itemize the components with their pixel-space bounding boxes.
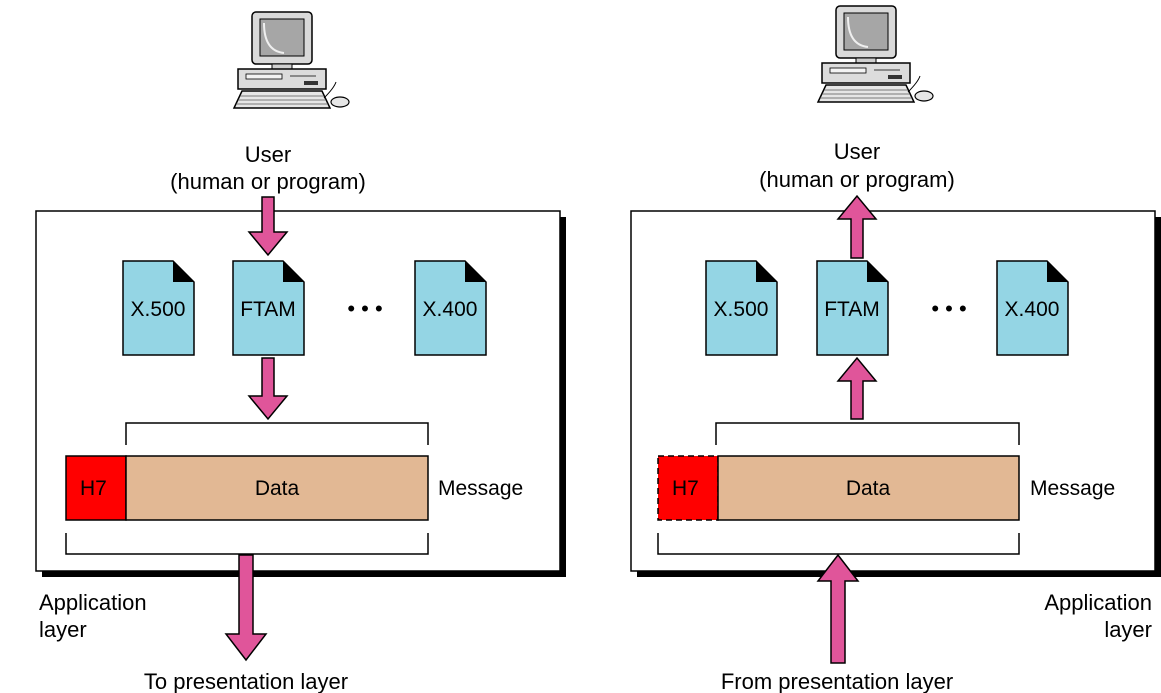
document-ftam-label: FTAM — [824, 298, 880, 321]
arrow-to-presentation — [224, 554, 268, 662]
data-label: Data — [846, 477, 891, 500]
data-bracket — [715, 422, 1020, 445]
header-h7 — [65, 455, 127, 521]
user-label-line2: (human or program) — [759, 167, 955, 192]
data-block — [717, 455, 1020, 521]
user-label-line1: User — [834, 139, 880, 164]
document-x400 — [996, 260, 1069, 356]
header-h7-label: H7 — [80, 477, 107, 500]
arrow-from-presentation — [816, 553, 860, 664]
document-x500-label: X.500 — [131, 298, 186, 321]
document-x500 — [705, 260, 778, 356]
computer-icon — [233, 11, 350, 109]
document-x400-label: X.400 — [1005, 298, 1060, 321]
computer-icon — [817, 5, 934, 103]
ellipsis: • • • — [347, 296, 382, 321]
user-label-line1: User — [245, 142, 291, 167]
arrow-ftam-to-user — [836, 194, 878, 259]
from-presentation-label: From presentation layer — [721, 669, 953, 693]
layer-label-line2: layer — [1104, 617, 1152, 642]
document-x500-label: X.500 — [714, 298, 769, 321]
document-ftam — [816, 260, 889, 356]
layer-label-line1: Application — [1044, 590, 1152, 615]
document-x400 — [414, 260, 487, 356]
message-bracket — [65, 533, 429, 555]
layer-label-line2: layer — [39, 617, 87, 642]
message-label: Message — [1030, 477, 1115, 500]
message-label: Message — [438, 477, 523, 500]
document-x500 — [122, 260, 195, 356]
left-diagram: User (human or program) X.500 FTAM • • •… — [35, 11, 566, 693]
to-presentation-label: To presentation layer — [144, 669, 348, 693]
header-h7-label: H7 — [672, 477, 699, 500]
arrow-user-to-ftam — [247, 196, 289, 257]
arrow-ftam-to-message — [247, 357, 289, 421]
right-diagram: User (human or program) X.500 FTAM • • •… — [630, 5, 1161, 693]
document-ftam — [232, 260, 305, 356]
ellipsis: • • • — [931, 296, 966, 321]
document-ftam-label: FTAM — [240, 298, 296, 321]
data-bracket — [125, 422, 429, 445]
document-x400-label: X.400 — [423, 298, 478, 321]
user-label-line2: (human or program) — [170, 169, 366, 194]
arrow-message-to-ftam — [836, 356, 878, 420]
data-block — [125, 455, 429, 521]
data-label: Data — [255, 477, 300, 500]
header-h7-removed — [657, 455, 719, 521]
layer-label-line1: Application — [39, 590, 147, 615]
message-bracket — [657, 533, 1020, 555]
